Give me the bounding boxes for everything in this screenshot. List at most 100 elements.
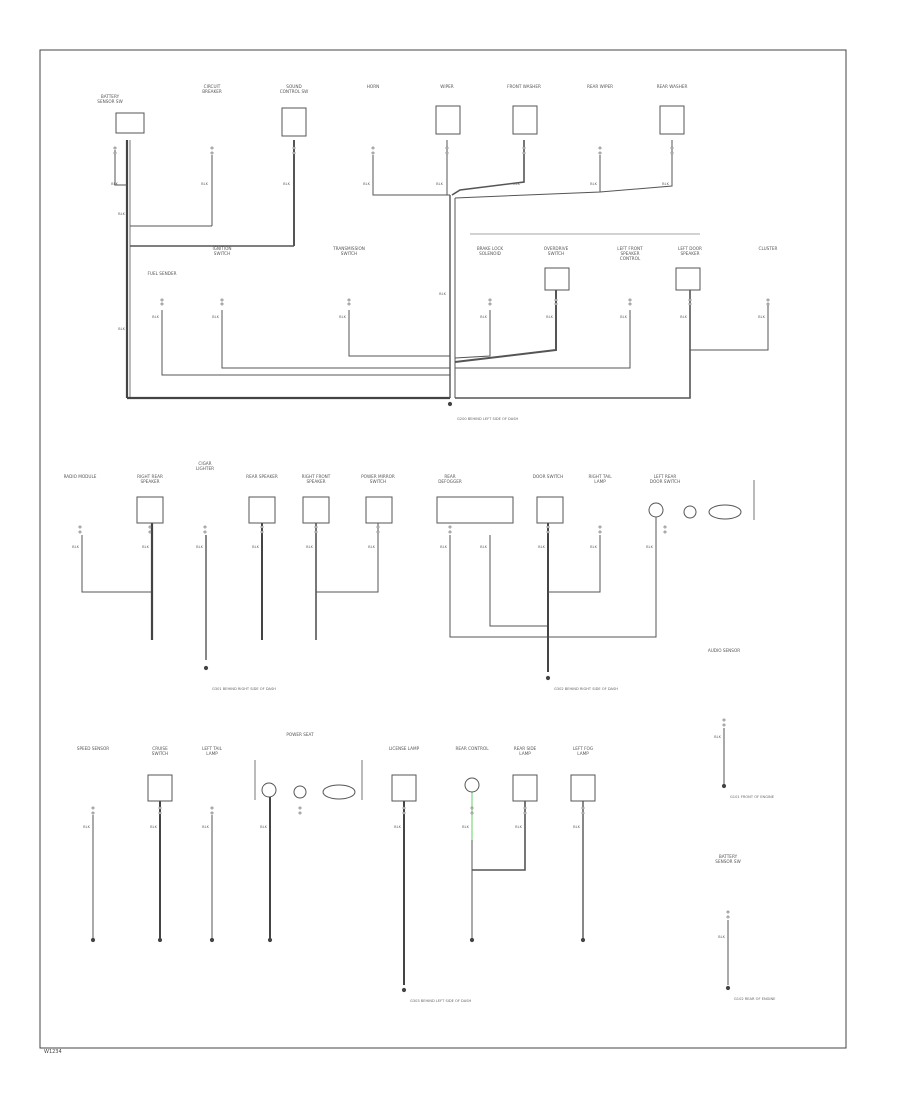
- wire-h: [599, 140, 673, 193]
- wire-color-label: BLK: [368, 545, 375, 549]
- wire-color-label: BLK: [202, 825, 209, 829]
- diagram-frame: [39, 49, 847, 1049]
- r2-wire-5: [316, 523, 379, 593]
- connector-pin: [488, 298, 492, 302]
- pin-5: [522, 146, 526, 150]
- ground-g303: [401, 987, 407, 993]
- wire-color-label: BLK: [363, 182, 370, 186]
- component-label: HORN: [367, 84, 380, 89]
- c2-box-2: [248, 496, 276, 524]
- mid-wire-5: [454, 290, 557, 363]
- component-label: RIGHT TAIL: [588, 474, 612, 479]
- component-label: LIGHTER: [196, 466, 214, 471]
- c2-box-6: [536, 496, 564, 524]
- wire-color-label: BLK: [515, 825, 522, 829]
- connector-pin: [78, 530, 82, 534]
- wire-color-label: BLK: [212, 315, 219, 319]
- component-label: CLUSTER: [759, 246, 778, 251]
- connector-pin: [298, 811, 302, 815]
- component-label: CONTROL: [620, 256, 641, 261]
- pin-0: [113, 146, 117, 150]
- component-label: SWITCH: [341, 251, 357, 256]
- connector-pin: [298, 806, 302, 810]
- pin-6: [598, 146, 602, 150]
- connector-pin: [722, 723, 726, 727]
- mid-wire-1: [161, 310, 450, 376]
- component-label: BATTERY: [101, 94, 120, 99]
- c3-box-3: [512, 774, 538, 802]
- connector-pin: [148, 525, 152, 529]
- lamp-bulb-3: [261, 782, 277, 798]
- connector-pin: [766, 298, 770, 302]
- component-label: SPEAKER: [681, 251, 700, 256]
- wire-a: [114, 150, 127, 186]
- wire-color-label: BLK: [152, 315, 159, 319]
- mid-wire-6: [455, 310, 631, 369]
- ground-terminal: [90, 937, 96, 943]
- c3-box-4: [570, 774, 596, 802]
- connector-pin: [402, 806, 406, 810]
- connector-pin: [448, 525, 452, 529]
- component-label: WIPER: [440, 84, 454, 89]
- connector-pin: [445, 151, 449, 155]
- component-label: BRAKE LOCK: [477, 246, 504, 251]
- c3-box-2: [391, 774, 417, 802]
- wire-color-label: BLK: [394, 825, 401, 829]
- wire-color-label: BLK: [620, 315, 627, 319]
- connector-pin: [91, 806, 95, 810]
- wire-g: [454, 155, 601, 199]
- ground-terminal: [209, 937, 215, 943]
- component-4: [435, 105, 461, 135]
- ground-g102: [725, 985, 731, 991]
- lamp-bulb-5: [464, 777, 480, 793]
- component-label: SWITCH: [370, 479, 386, 484]
- connector-pin: [598, 151, 602, 155]
- component-label: LEFT FRONT: [617, 246, 643, 251]
- component-label: LEFT REAR: [654, 474, 677, 479]
- component-mid-box: [544, 267, 570, 291]
- component-label: LAMP: [519, 751, 531, 756]
- component-label: LAMP: [594, 479, 606, 484]
- ground-terminal: [157, 937, 163, 943]
- component-label: TRANSMISSION: [332, 246, 365, 251]
- connector-pin: [663, 525, 667, 529]
- connector-pin: [260, 525, 264, 529]
- wire-color-label: BLK: [196, 545, 203, 549]
- component-label: REAR CONTROL: [455, 746, 489, 751]
- connector-pin: [546, 525, 550, 529]
- lamp-lens: [708, 504, 742, 520]
- connector-pin: [470, 811, 474, 815]
- connector-pin: [726, 910, 730, 914]
- connector-pin: [470, 806, 474, 810]
- component-label: SWITCH: [214, 251, 230, 256]
- mid-wire-7: [455, 290, 691, 399]
- connector-pin: [598, 530, 602, 534]
- component-label: POWER SEAT: [286, 732, 314, 737]
- component-0: [115, 112, 145, 134]
- mid-wire-3: [348, 310, 450, 357]
- lamp-bulb: [648, 502, 664, 518]
- connector-pin: [581, 806, 585, 810]
- wire-color-label: BLK: [480, 545, 487, 549]
- component-label: OVERDRIVE: [544, 246, 569, 251]
- lamp-bulb-2: [683, 505, 697, 519]
- wire-color-label: BLK: [646, 545, 653, 549]
- connector-pin: [91, 811, 95, 815]
- connector-pin: [78, 525, 82, 529]
- wire-color-label: BLK: [83, 825, 90, 829]
- wire-color-label: BLK: [573, 825, 580, 829]
- wire-color-label: BLK: [201, 182, 208, 186]
- component-label: SPEAKER: [307, 479, 326, 484]
- component-label: REAR WASHER: [657, 84, 688, 89]
- wire-color-label: BLK: [439, 292, 446, 296]
- ground-note-g303: G303 BEHIND LEFT SIDE OF DASH: [410, 999, 472, 1003]
- wire-color-label: BLK: [662, 182, 669, 186]
- component-label: SWITCH: [548, 251, 564, 256]
- component-layer: [78, 105, 770, 993]
- component-label: AUDIO SENSOR: [708, 648, 740, 653]
- ground-g301: [203, 665, 209, 671]
- wire-color-label: BLK: [440, 545, 447, 549]
- wire-color-label: BLK: [590, 545, 597, 549]
- ground-note-g302: G302 BEHIND RIGHT SIDE OF DASH: [554, 687, 618, 691]
